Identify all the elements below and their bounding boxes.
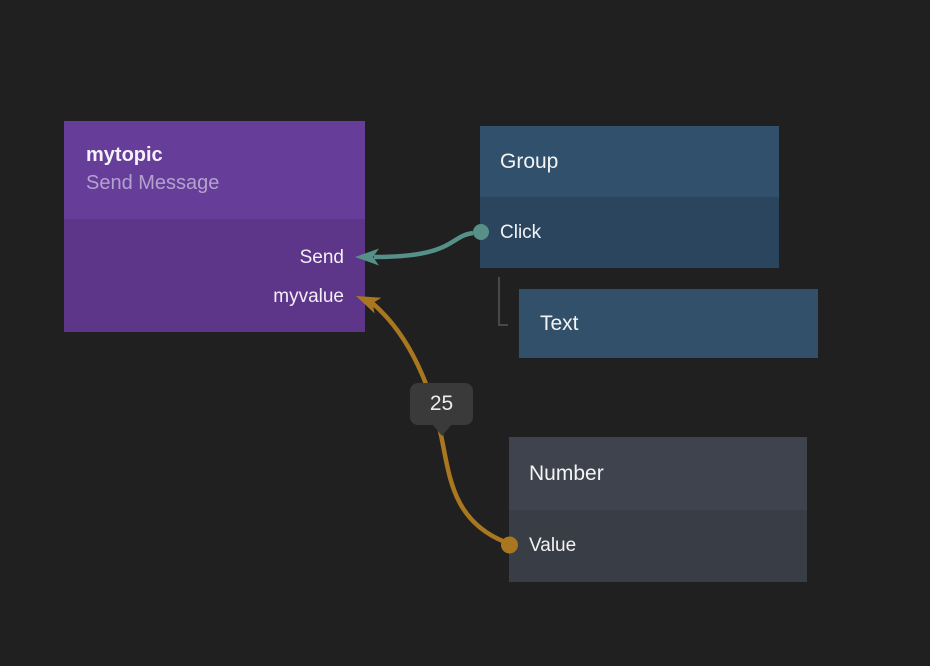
- port-click-dot[interactable]: [473, 224, 489, 240]
- port-myvalue-label[interactable]: myvalue: [273, 286, 344, 307]
- node-number-header: Number: [509, 437, 807, 510]
- node-mytopic-header: mytopic Send Message: [64, 121, 365, 219]
- node-mytopic[interactable]: mytopic Send Message Send myvalue: [64, 121, 365, 332]
- wire-click-to-send[interactable]: [373, 230, 474, 260]
- port-click-label[interactable]: Click: [500, 221, 542, 243]
- group-text-connector: [498, 277, 508, 326]
- node-mytopic-body: Send myvalue: [64, 219, 365, 332]
- badge-pointer-icon: [431, 424, 452, 436]
- node-group-header: Group: [480, 126, 779, 197]
- node-group[interactable]: Group Click: [480, 126, 779, 268]
- node-group-title: Group: [500, 149, 559, 173]
- port-value-dot[interactable]: [501, 536, 518, 554]
- wire-value-badge: 25: [410, 383, 473, 436]
- node-number-title: Number: [529, 461, 604, 485]
- wire-value-to-myvalue[interactable]: [369, 300, 506, 545]
- node-group-body: Click: [480, 197, 779, 268]
- node-number[interactable]: Number Value: [509, 437, 807, 582]
- node-mytopic-subtitle: Send Message: [86, 172, 220, 194]
- node-text-title: Text: [540, 311, 579, 335]
- wire-value-badge-text: 25: [429, 392, 454, 415]
- node-number-body: Value: [509, 510, 807, 582]
- node-text[interactable]: Text: [519, 289, 818, 358]
- node-mytopic-title: mytopic: [86, 144, 163, 166]
- port-value-label[interactable]: Value: [529, 535, 577, 556]
- port-send-label[interactable]: Send: [299, 247, 344, 268]
